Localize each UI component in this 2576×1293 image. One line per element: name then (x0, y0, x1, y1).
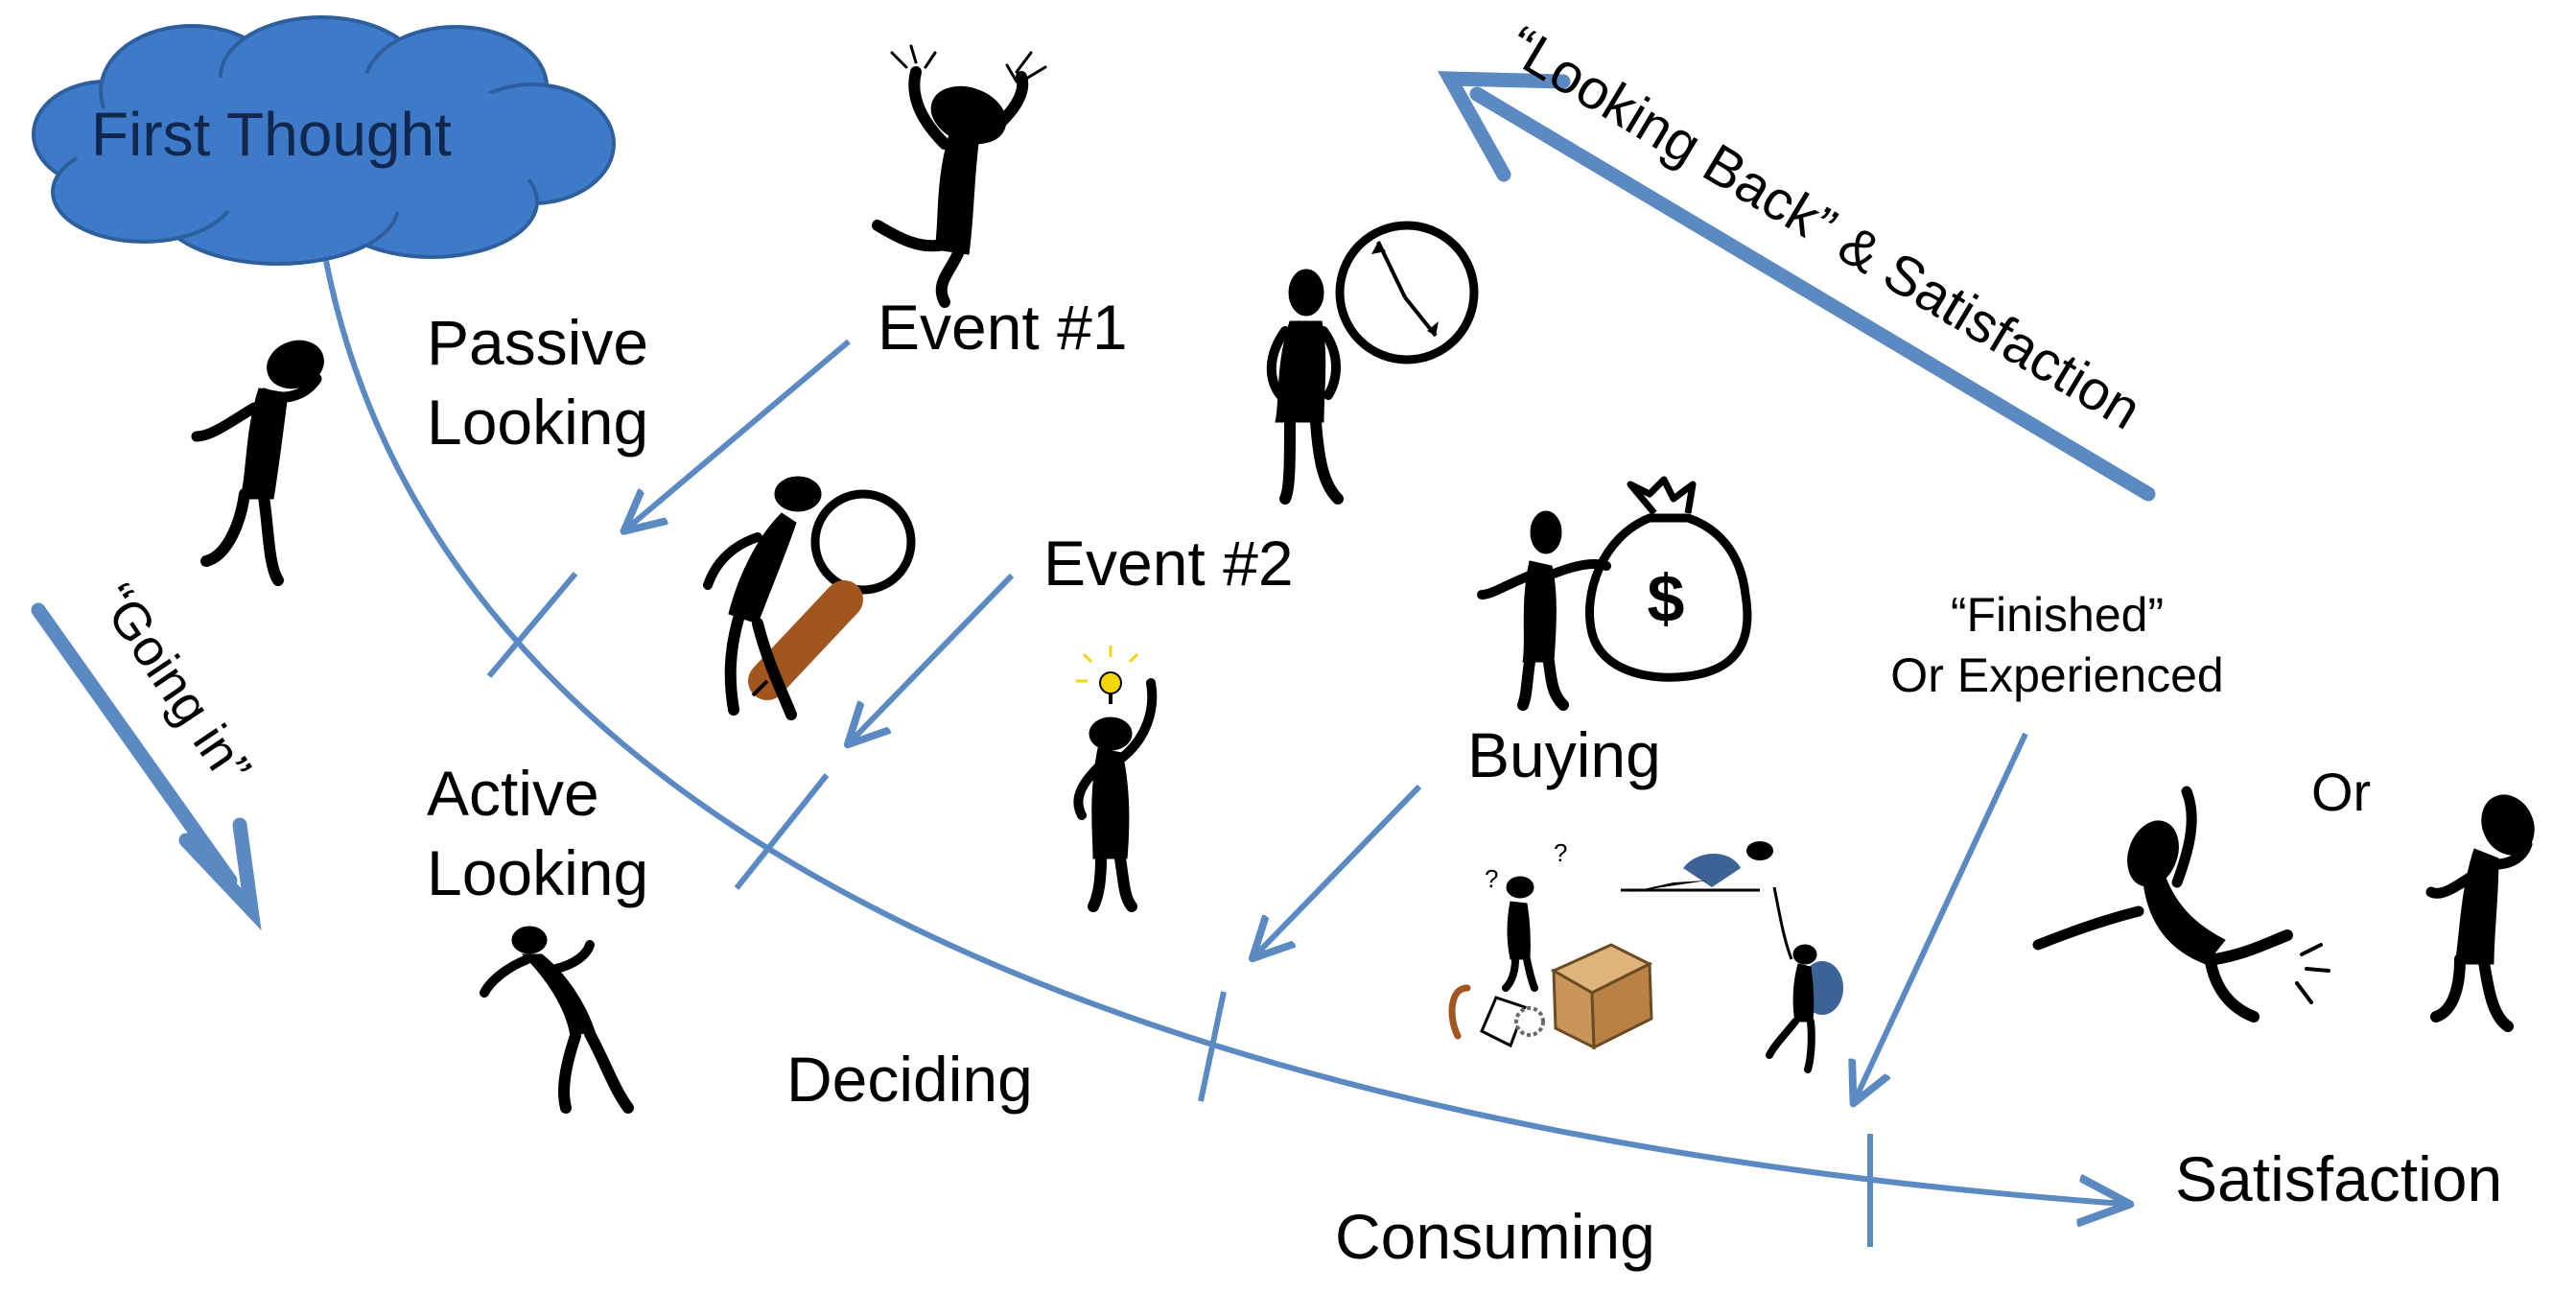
first-thought-label: First Thought (91, 100, 452, 169)
journey-curve (323, 260, 2124, 1204)
finished-label: “Finished” Or Experienced (1870, 585, 2244, 705)
stick-figures-climbing-icon (1621, 841, 1843, 1073)
tick-active-deciding (734, 773, 830, 890)
buying-arrow (1256, 784, 1422, 954)
stick-figure-clock-icon (1266, 221, 1479, 505)
active-looking-label: Active Looking (427, 754, 648, 912)
finished-line2: Or Experienced (1890, 647, 2224, 702)
stick-figure-head-in-hand-icon (2425, 794, 2535, 1032)
tick-deciding-consuming (1198, 991, 1227, 1102)
active-looking-line2: Looking (427, 836, 649, 908)
event2-label: Event #2 (1043, 528, 1294, 599)
passive-looking-line1: Passive (427, 307, 649, 378)
finished-line1: “Finished” (1950, 588, 2165, 642)
svg-text:$: $ (1648, 561, 1685, 636)
buying-label: Buying (1467, 719, 1661, 790)
stick-figure-magnifying-glass-icon (703, 476, 916, 720)
satisfaction-label: Satisfaction (2175, 1143, 2503, 1214)
deciding-label: Deciding (786, 1044, 1033, 1115)
going-in-arrow (31, 602, 262, 931)
stick-figure-lightbulb-icon (1073, 646, 1158, 912)
stick-figure-box-confused-icon: ? ? (1448, 838, 1653, 1050)
finished-arrow (1856, 732, 2028, 1098)
stick-figure-walking-icon (480, 926, 634, 1114)
svg-text:?: ? (1554, 838, 1567, 867)
passive-looking-line2: Looking (427, 386, 649, 458)
stick-figure-pondering-icon (191, 340, 324, 586)
looking-back-arrow (1438, 71, 2156, 502)
stick-figure-frustrated-icon (872, 44, 1047, 308)
stick-figure-kicking-icon (2032, 786, 2330, 1023)
event1-arrow (628, 339, 851, 528)
first-thought-cloud (32, 15, 616, 266)
active-looking-line1: Active (427, 758, 599, 829)
passive-looking-label: Passive Looking (427, 303, 648, 461)
event2-arrow (852, 573, 1015, 741)
stick-figure-money-bag-icon: $ (1477, 476, 1752, 711)
or-label: Or (2311, 762, 2372, 822)
event1-label: Event #1 (878, 292, 1128, 363)
tick-passive-active (486, 572, 578, 678)
consuming-label: Consuming (1335, 1201, 1655, 1272)
svg-text:?: ? (1485, 864, 1498, 893)
